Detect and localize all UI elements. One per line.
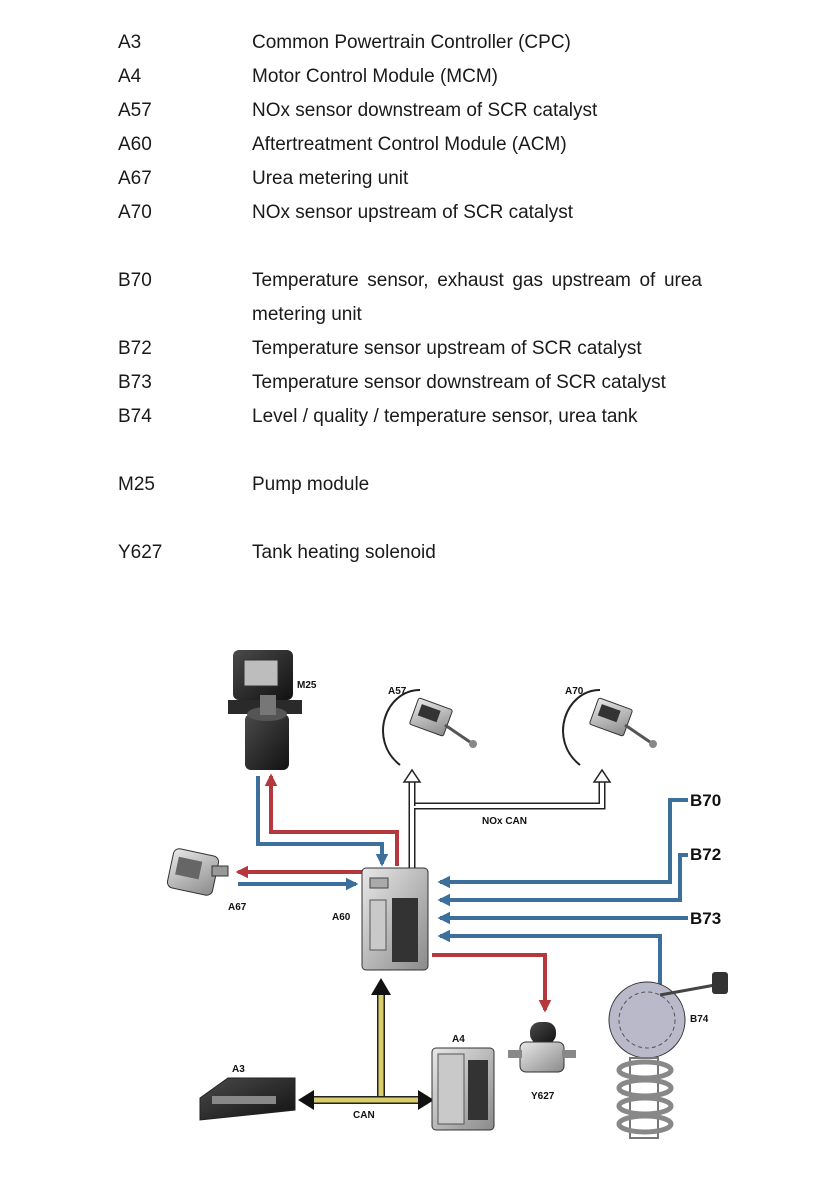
legend-code: A67 <box>118 168 152 189</box>
legend-code: A57 <box>118 100 152 121</box>
a60-acm <box>361 867 429 971</box>
label-a3: A3 <box>232 1064 245 1075</box>
wire-nox-can <box>402 768 612 868</box>
legend-desc: Temperature sensor downstream of SCR cat… <box>252 372 666 393</box>
wire-m25-a60 <box>256 773 399 867</box>
label-y627: Y627 <box>531 1091 555 1102</box>
a70-nox-sensor <box>562 689 657 766</box>
b74-urea-tank-sensor <box>608 972 728 1139</box>
label-a67: A67 <box>228 902 247 913</box>
label-m25: M25 <box>297 680 317 691</box>
legend-code: A70 <box>118 202 152 223</box>
legend-code: B72 <box>118 338 152 359</box>
legend-desc: Motor Control Module (MCM) <box>252 66 498 87</box>
legend-desc: NOx sensor downstream of SCR catalyst <box>252 100 598 121</box>
label-b73: B73 <box>690 909 722 928</box>
legend-desc: Pump module <box>252 474 370 495</box>
legend-desc: Level / quality / temperature sensor, ur… <box>252 406 638 427</box>
label-a70: A70 <box>565 686 584 697</box>
legend-code: Y627 <box>118 542 163 563</box>
label-can: CAN <box>353 1110 375 1121</box>
legend-desc: Urea metering unit <box>252 168 409 189</box>
label-b72: B72 <box>690 845 722 864</box>
wire-a67-a60 <box>235 865 362 891</box>
label-b74: B74 <box>690 1014 709 1025</box>
a3-cpc <box>199 1077 296 1121</box>
wire-a60-y627 <box>432 953 552 1013</box>
legend-desc: Common Powertrain Controller (CPC) <box>252 32 571 53</box>
wire-b70 <box>437 798 688 889</box>
legend-desc: Tank heating solenoid <box>252 542 436 563</box>
legend-code: A60 <box>118 134 152 155</box>
y627-tank-heating-solenoid <box>508 1022 576 1073</box>
label-a4: A4 <box>452 1034 465 1045</box>
legend-code: B73 <box>118 372 152 393</box>
legend-desc: NOx sensor upstream of SCR catalyst <box>252 202 573 223</box>
label-nox-can: NOx CAN <box>482 816 528 827</box>
label-b70: B70 <box>690 791 722 810</box>
a4-mcm <box>431 1047 495 1131</box>
a57-nox-sensor <box>382 689 477 766</box>
m25-pump-module <box>228 650 302 770</box>
legend-code: A4 <box>118 66 142 87</box>
legend-code: B74 <box>118 406 152 427</box>
label-a60: A60 <box>332 912 351 923</box>
legend-desc: Temperature sensor, exhaust gas upstream… <box>252 270 702 325</box>
legend-desc: Temperature sensor upstream of SCR catal… <box>252 338 642 359</box>
wire-b74 <box>437 929 662 985</box>
label-a57: A57 <box>388 686 407 697</box>
wire-b72 <box>437 853 688 907</box>
legend-code: A3 <box>118 32 142 53</box>
legend-code: B70 <box>118 270 152 291</box>
a67-urea-metering-unit <box>166 848 229 896</box>
legend-desc: Aftertreatment Control Module (ACM) <box>252 134 567 155</box>
legend-code: M25 <box>118 474 155 495</box>
wire-can <box>298 978 434 1110</box>
